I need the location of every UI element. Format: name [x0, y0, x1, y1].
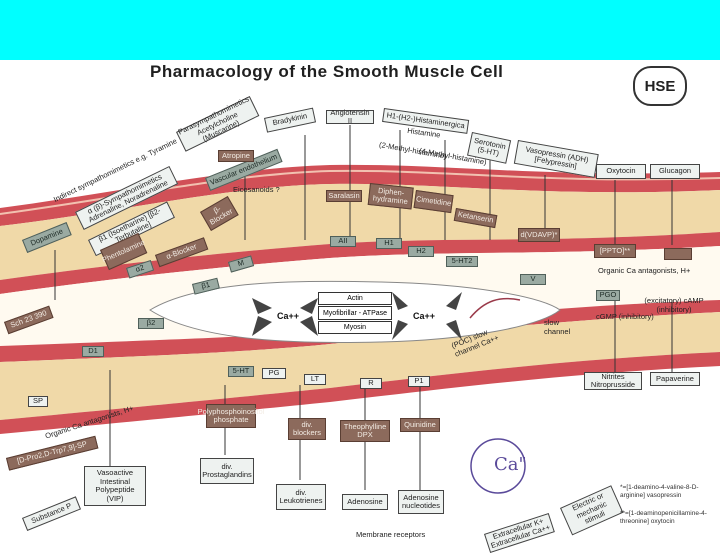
nitrites-box: Nitrites Nitroprusside — [584, 372, 642, 390]
site-d1: D1 — [82, 346, 104, 357]
site-5ht: 5-HT — [228, 366, 254, 377]
site-v: V — [520, 274, 546, 285]
actin-label: Actin — [318, 292, 392, 305]
site-sp: SP — [28, 396, 48, 407]
cgmp-label: cGMP (inhibitory) — [596, 312, 654, 321]
page-title: Pharmacology of the Smooth Muscle Cell — [150, 62, 504, 81]
adenosine-box: Adenosine — [342, 494, 388, 510]
slow-channel-label: slow channel — [544, 318, 571, 336]
lower-membrane — [0, 312, 720, 420]
atpase-label: Myofibrillar - ATPase — [318, 306, 392, 320]
site-aii: AII — [330, 236, 356, 247]
site-beta2: β2 — [138, 318, 164, 329]
footnote-2: **=[1-deaminopenicillamine-4-threonine] … — [620, 510, 707, 525]
site-h1: H1 — [376, 238, 402, 249]
membrane-receptors-label: Membrane receptors — [356, 530, 426, 539]
antagonist-atropine: Atropine — [218, 150, 254, 162]
adenosine-nucleotides-box: Adenosine nucleotides — [398, 490, 444, 514]
site-p1: P1 — [408, 376, 430, 387]
receptor-angiotensin: Angiotensin II — [326, 108, 374, 125]
antagonist-h — [664, 248, 692, 260]
footnote-1: *=[1-deamino-4-valine-8-D-arginine] vaso… — [620, 484, 699, 499]
upper-outer-membrane — [0, 164, 720, 226]
myosin-label: Myosin — [318, 321, 392, 334]
site-pg: PG — [262, 368, 286, 379]
calcium-right: Ca++ — [412, 311, 436, 321]
handwritten-ca-circle — [470, 438, 526, 494]
ca-arrows — [252, 292, 462, 340]
eicosanoids-label: Eicosanoids ? — [233, 185, 280, 194]
antagonist-ppto: [PPTO]** — [594, 244, 636, 258]
div-blockers-box: div. blockers — [288, 418, 326, 440]
prostaglandins-box: div. Prostaglandins — [200, 458, 254, 484]
camp-label: (excitatory) cAMP (inhibitory) — [644, 296, 704, 314]
antagonist-diphenhydramine: Diphen-hydramine — [367, 183, 414, 210]
site-r: R — [360, 378, 382, 389]
calcium-left: Ca++ — [276, 311, 300, 321]
site-5ht2: 5-HT2 — [446, 256, 478, 267]
site-h2: H2 — [408, 246, 434, 257]
quinidine-box: Quinidine — [400, 418, 440, 432]
leukotrienes-box: div. Leukotrienes — [276, 484, 326, 510]
hse-logo: HSE — [633, 66, 687, 106]
upper-inner-membrane — [0, 232, 720, 294]
top-banner — [0, 0, 720, 60]
papaverine-box: Papaverine — [650, 372, 700, 386]
organic-ca-antagonists-top: Organic Ca antagonists, H+ — [598, 266, 691, 275]
receptor-glucagon: Glucagon — [650, 164, 700, 179]
theophylline-box: Theophylline DPX — [340, 420, 390, 442]
lower-outer-membrane — [0, 352, 720, 434]
polyphosphoinositol-box: Polyphosphoinositol phosphate — [198, 404, 264, 428]
receptor-oxytocin: Oxytocin — [596, 164, 646, 179]
vip-box: Vasoactive Intestinal Polypeptide (VIP) — [84, 466, 146, 506]
site-lt: LT — [304, 374, 326, 385]
site-pgo: PGO — [596, 290, 620, 301]
antagonist-dvdavp: d(VDAVP)* — [518, 228, 560, 242]
antagonist-saralasin: Saralasin — [326, 190, 362, 202]
handwritten-ca: Ca" — [494, 454, 527, 475]
slow-channel-arrow — [469, 297, 521, 319]
